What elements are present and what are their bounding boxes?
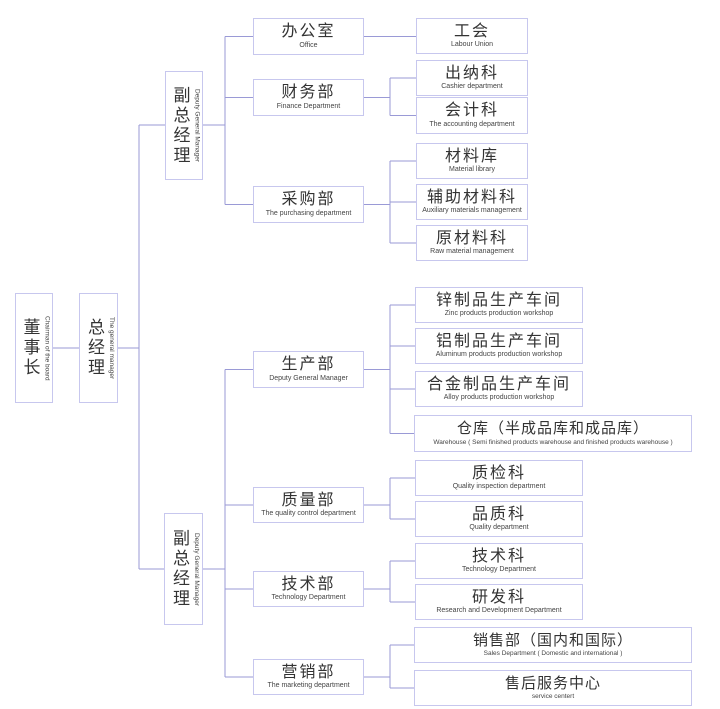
node-material-library-subtitle: Material library bbox=[449, 166, 495, 174]
node-technology: 技术部 Technology Department bbox=[253, 571, 364, 607]
node-raw-materials: 原材料科 Raw material management bbox=[416, 225, 528, 261]
node-general-manager-subtitle: The general manager bbox=[108, 316, 115, 380]
node-aluminum-workshop-title: 铝制品生产车间 bbox=[435, 332, 562, 350]
node-technology-section-subtitle: Technology Department bbox=[462, 566, 536, 574]
node-quality: 质量部 The quality control department bbox=[253, 487, 364, 523]
node-auxiliary-materials-title: 辅助材料科 bbox=[426, 188, 517, 206]
node-general-manager-title: 总经理 bbox=[85, 318, 104, 378]
node-warehouse-title: 仓库（半成品库和成品库） bbox=[456, 420, 649, 438]
node-raw-materials-title: 原材料科 bbox=[435, 229, 508, 247]
node-sales: 销售部（国内和国际） Sales Department ( Domestic a… bbox=[414, 627, 692, 663]
node-quality-inspection-subtitle: Quality inspection department bbox=[452, 483, 546, 491]
node-deputy-top-title: 副总经理 bbox=[170, 85, 190, 166]
node-office-title: 办公室 bbox=[281, 23, 336, 41]
node-zinc-workshop-title: 锌制品生产车间 bbox=[435, 291, 562, 309]
node-material-library: 材料库 Material library bbox=[416, 143, 528, 179]
node-purchasing-subtitle: The purchasing department bbox=[265, 209, 352, 217]
node-cashier-subtitle: Cashier department bbox=[441, 83, 503, 91]
node-rnd-section: 研发科 Research and Development Department bbox=[415, 584, 583, 620]
node-aluminum-workshop-subtitle: Aluminum products production workshop bbox=[435, 351, 563, 359]
node-office: 办公室 Office bbox=[253, 18, 364, 55]
node-accounting-title: 会计科 bbox=[444, 102, 499, 120]
node-cashier-title: 出纳科 bbox=[444, 64, 499, 82]
node-deputy-bottom-subtitle: Deputy General Manager bbox=[193, 532, 200, 606]
node-production-title: 生产部 bbox=[281, 356, 336, 374]
node-warehouse-subtitle: Warehouse ( Semi finished products wareh… bbox=[433, 438, 673, 446]
node-production-subtitle: Deputy General Manager bbox=[269, 374, 348, 382]
node-warehouse: 仓库（半成品库和成品库） Warehouse ( Semi finished p… bbox=[414, 415, 692, 452]
node-auxiliary-materials: 辅助材料科 Auxiliary materials management bbox=[416, 184, 528, 220]
node-cashier: 出纳科 Cashier department bbox=[416, 60, 528, 96]
node-labour-union: 工会 Labour Union bbox=[416, 18, 528, 54]
node-auxiliary-materials-subtitle: Auxiliary materials management bbox=[422, 207, 522, 215]
node-chairman: 董事长 Chairman of the board bbox=[15, 293, 53, 403]
node-quality-subtitle: The quality control department bbox=[261, 510, 356, 518]
node-office-subtitle: Office bbox=[299, 41, 318, 49]
node-quality-section: 品质科 Quality department bbox=[415, 501, 583, 537]
node-technology-section-title: 技术科 bbox=[471, 547, 526, 565]
node-chairman-subtitle: Chairman of the board bbox=[43, 315, 51, 381]
node-deputy-bottom-title: 副总经理 bbox=[170, 529, 189, 609]
node-deputy-top-subtitle: Deputy General Manager bbox=[193, 89, 201, 162]
node-rnd-section-title: 研发科 bbox=[471, 588, 526, 606]
node-quality-title: 质量部 bbox=[281, 491, 336, 509]
node-purchasing: 采购部 The purchasing department bbox=[253, 186, 364, 223]
node-zinc-workshop-subtitle: Zinc products production workshop bbox=[444, 310, 554, 318]
node-after-sales-service-title: 售后服务中心 bbox=[504, 674, 601, 692]
node-finance-subtitle: Finance Department bbox=[276, 102, 341, 110]
node-quality-section-title: 品质科 bbox=[471, 505, 526, 523]
node-alloy-workshop: 合金制品生产车间 Alloy products production works… bbox=[415, 371, 583, 407]
node-labour-union-title: 工会 bbox=[453, 22, 490, 40]
node-after-sales-service-subtitle: service centert bbox=[531, 693, 575, 701]
node-finance: 财务部 Finance Department bbox=[253, 79, 364, 116]
node-quality-inspection-title: 质检科 bbox=[471, 464, 526, 482]
node-labour-union-subtitle: Labour Union bbox=[450, 41, 494, 49]
node-alloy-workshop-subtitle: Alloy products production workshop bbox=[443, 394, 555, 402]
node-finance-title: 财务部 bbox=[281, 84, 336, 102]
node-marketing-title: 营销部 bbox=[281, 663, 336, 681]
node-quality-section-subtitle: Quality department bbox=[469, 524, 529, 532]
node-after-sales-service: 售后服务中心 service centert bbox=[414, 670, 692, 706]
node-accounting-subtitle: The accounting department bbox=[429, 120, 515, 128]
node-chairman-title: 董事长 bbox=[20, 318, 40, 378]
node-aluminum-workshop: 铝制品生产车间 Aluminum products production wor… bbox=[415, 328, 583, 364]
node-technology-subtitle: Technology Department bbox=[271, 594, 346, 602]
node-raw-materials-subtitle: Raw material management bbox=[430, 248, 514, 256]
node-purchasing-title: 采购部 bbox=[281, 191, 336, 209]
node-accounting: 会计科 The accounting department bbox=[416, 97, 528, 134]
node-sales-subtitle: Sales Department ( Domestic and internat… bbox=[483, 650, 623, 658]
node-sales-title: 销售部（国内和国际） bbox=[472, 631, 633, 649]
node-production: 生产部 Deputy General Manager bbox=[253, 351, 364, 388]
node-technology-title: 技术部 bbox=[281, 575, 336, 593]
node-deputy-general-manager-top: 副总经理 Deputy General Manager bbox=[165, 71, 203, 180]
node-deputy-general-manager-bottom: 副总经理 Deputy General Manager bbox=[164, 513, 203, 625]
node-alloy-workshop-title: 合金制品生产车间 bbox=[426, 375, 571, 393]
node-marketing: 营销部 The marketing department bbox=[253, 659, 364, 695]
node-general-manager: 总经理 The general manager bbox=[79, 293, 118, 403]
node-technology-section: 技术科 Technology Department bbox=[415, 543, 583, 579]
connector-path bbox=[53, 36, 416, 689]
node-zinc-workshop: 锌制品生产车间 Zinc products production worksho… bbox=[415, 287, 583, 323]
node-quality-inspection: 质检科 Quality inspection department bbox=[415, 460, 583, 496]
node-rnd-section-subtitle: Research and Development Department bbox=[436, 607, 562, 615]
node-marketing-subtitle: The marketing department bbox=[267, 682, 350, 690]
node-material-library-title: 材料库 bbox=[444, 147, 499, 165]
